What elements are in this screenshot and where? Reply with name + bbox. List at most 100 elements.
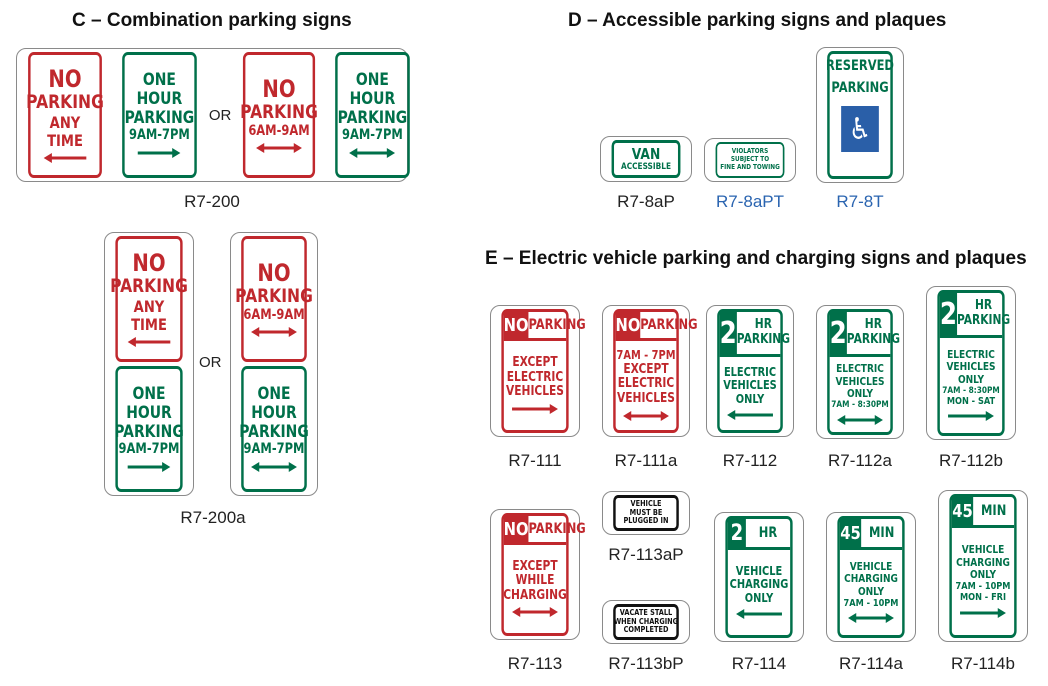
sign-face: NO PARKING EXCEPT ELECTRIC VEHICLES [501, 309, 586, 433]
sign-r7-8ap: VAN ACCESSIBLE [600, 136, 692, 182]
sign-body: VEHICLE CHARGING ONLY 7AM - 10PM [844, 550, 898, 635]
one-hour-parking-panel-double: ONE HOUR PARKING 9AM-7PM [335, 52, 410, 178]
sign-text: PARKING [640, 317, 698, 333]
sign-text: VAN [631, 144, 661, 163]
section-d-title: D – Accessible parking signs and plaques [568, 10, 947, 31]
sign-text: 2 [939, 293, 957, 335]
sign-text: CHARGING [844, 572, 898, 586]
sign-header-bar: 2 HR PARKING [719, 312, 790, 357]
sign-text: ONLY [735, 391, 765, 406]
sign-text: ANY [133, 296, 165, 316]
sign-text: VEHICLE [735, 563, 783, 578]
sign-face: VIOLATORS SUBJECT TO FINE AND TOWING [715, 142, 785, 178]
sign-text: PARKING [831, 79, 889, 96]
code-r7-8ap: R7-8aP [617, 192, 675, 211]
code-r7-112a: R7-112a [828, 451, 892, 470]
sign-text: PARKING [337, 108, 408, 129]
sign-r7-8apt: VIOLATORS SUBJECT TO FINE AND TOWING [704, 138, 796, 182]
sign-text: NO [504, 516, 529, 542]
sign-text: VEHICLE [849, 559, 893, 573]
sign-text: ELECTRIC [723, 364, 777, 379]
sign-body: VEHICLE CHARGING ONLY [729, 550, 789, 635]
sign-text: VEHICLES [616, 390, 675, 406]
sign-text: CHARGING [956, 555, 1010, 569]
sign-face: VAN ACCESSIBLE [611, 140, 681, 178]
arrow-right-icon [127, 461, 171, 472]
sign-header-bar: 2 HR [727, 519, 791, 550]
sign-r7-112b: 2 HR PARKING ELECTRIC VEHICLES ONLY 7AM … [926, 286, 1016, 440]
sign-text: ONLY [846, 387, 874, 401]
sign-text: 7AM - 7PM [616, 348, 676, 363]
arrow-right-icon [948, 411, 994, 422]
sign-r7-111a: NO PARKING 7AM - 7PM EXCEPT ELECTRIC VEH… [602, 305, 698, 437]
sign-face: 45 MIN VEHICLE CHARGING ONLY 7AM - 10PM [837, 516, 905, 638]
code-r7-113: R7-113 [507, 654, 563, 673]
sign-text: PARKING [235, 285, 313, 308]
arrow-right-icon [960, 607, 1006, 618]
sign-r7-113: NO PARKING EXCEPT WHILE CHARGING [490, 509, 586, 640]
or-label: OR [208, 106, 232, 124]
sign-header-bar: NO PARKING [616, 312, 698, 341]
sign-text: CHARGING [503, 587, 567, 603]
sign-face: 2 HR PARKING ELECTRIC VEHICLES ONLY 7AM … [937, 290, 1010, 436]
sign-text: PARKING [239, 101, 318, 124]
sign-face: NO PARKING 7AM - 7PM EXCEPT ELECTRIC VEH… [613, 309, 698, 433]
sign-r7-8t: RESERVED PARKING ♿ [816, 47, 904, 183]
sign-header-bar: 2 HR PARKING [939, 293, 1010, 338]
no-parking-6am-9am-panel: NO PARKING 6AM-9AM [239, 52, 318, 178]
sign-text: NO [132, 248, 166, 277]
sign-body: ELECTRIC VEHICLES ONLY 7AM - 8:30PM MON … [942, 338, 1000, 433]
sign-text: 9AM-7PM [243, 441, 305, 458]
sign-face: 45 MIN VEHICLE CHARGING ONLY 7AM - 10PM … [949, 494, 1017, 638]
no-parking-any-time-panel: NO PARKING ANY TIME [26, 52, 104, 178]
sign-text: MON - FRI [959, 592, 1007, 604]
sign-text: PARKING [110, 275, 188, 298]
sign-text: VEHICLE [630, 498, 662, 508]
arrow-left-icon [127, 337, 171, 348]
sign-text: PLUGGED IN [623, 516, 669, 526]
sign-text: CHARGING [729, 577, 789, 592]
sign-text: COMPLETED [623, 625, 669, 635]
sign-text: ELECTRIC [836, 362, 884, 376]
sign-text: PARKING [528, 521, 586, 537]
sign-text: ONLY [957, 372, 985, 386]
sign-text: 9AM-7PM [128, 127, 190, 144]
sign-face: NO PARKING EXCEPT WHILE CHARGING [501, 513, 586, 636]
sign-text: EXCEPT [512, 355, 558, 371]
sign-r7-114: 2 HR VEHICLE CHARGING ONLY [714, 512, 804, 642]
sign-r7-113ap: VEHICLE MUST BE PLUGGED IN [602, 491, 690, 535]
sign-text: FINE AND TOWING [720, 162, 780, 171]
arrow-double-icon [255, 143, 302, 154]
sign-r7-114b: 45 MIN VEHICLE CHARGING ONLY 7AM - 10PM … [938, 490, 1028, 642]
sign-body: 7AM - 7PM EXCEPT ELECTRIC VEHICLES [616, 341, 676, 430]
sign-text: NO [616, 312, 640, 338]
sign-header-text: HR PARKING [847, 312, 900, 354]
sign-body: EXCEPT WHILE CHARGING [503, 545, 567, 633]
code-r7-113ap: R7-113aP [608, 545, 684, 564]
sign-body: ELECTRIC VEHICLES ONLY [723, 357, 777, 430]
code-r7-114b: R7-114b [951, 654, 1015, 673]
arrow-double-icon [848, 613, 894, 624]
code-r7-111a: R7-111a [614, 451, 678, 470]
sign-text: 7AM - 8:30PM [942, 385, 1000, 396]
sign-text: HOUR [349, 89, 396, 110]
sign-text: MIN [869, 525, 895, 541]
sign-text: ELECTRIC [506, 369, 564, 385]
sign-header-bar: 45 MIN [839, 519, 903, 550]
sign-text: PARKING [956, 313, 1011, 328]
arrow-double-icon [251, 327, 297, 338]
sign-face: 2 HR PARKING ELECTRIC VEHICLES ONLY [717, 309, 790, 433]
sign-r7-114a: 45 MIN VEHICLE CHARGING ONLY 7AM - 10PM [826, 512, 916, 642]
arrow-right-icon [512, 403, 558, 414]
sign-text: ONE [142, 70, 176, 91]
arrow-left-icon [43, 153, 87, 164]
sign-text: VEHICLE [961, 543, 1005, 557]
sign-text: ONE [132, 384, 166, 405]
sign-text: HOUR [126, 403, 172, 424]
sign-text: HR [974, 298, 993, 314]
sign-text: RESERVED [826, 58, 894, 74]
sign-face: RESERVED PARKING ♿ [826, 51, 894, 179]
sign-text: 6AM-9AM [243, 306, 305, 323]
sign-r7-200: NO PARKING ANY TIME ONE HOUR PARKING 9AM… [16, 48, 410, 182]
sign-r7-200a-left: NO PARKING ANY TIME ONE HOUR PARKING 9AM… [104, 232, 194, 496]
